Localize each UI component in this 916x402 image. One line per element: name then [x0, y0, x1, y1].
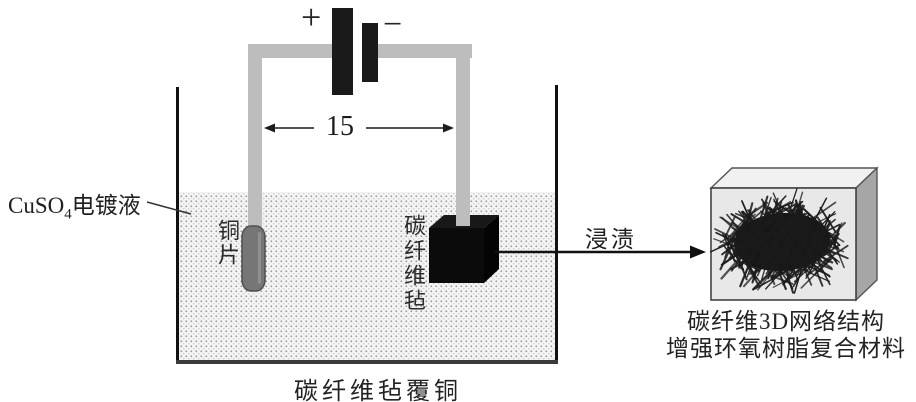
battery-negative-plate	[362, 23, 378, 82]
copper-sheet-highlight	[258, 232, 261, 284]
composite-box	[709, 166, 879, 302]
dimension-arrowhead-right	[443, 123, 454, 133]
electrolyte-formula-subscript: 4	[64, 206, 72, 223]
battery-plate-gap	[353, 43, 362, 59]
product-caption-line2: 增强环氧树脂复合材料	[666, 336, 906, 361]
battery-plus-label: +	[301, 0, 322, 37]
carbon-fiber-network	[709, 188, 849, 294]
product-caption: 碳纤维3D网络结构 增强环氧树脂复合材料	[653, 308, 916, 362]
immersion-arrow	[495, 245, 706, 259]
electrode-spacing-dimension	[264, 123, 454, 133]
product-caption-line1: 碳纤维3D网络结构	[686, 309, 886, 334]
electrolyte-liquid	[178, 192, 556, 362]
electrode-spacing-value: 15	[326, 111, 354, 142]
wire-left-vertical	[248, 44, 262, 228]
carbon-felt-label: 碳纤维毡	[401, 214, 426, 314]
electrolyte-pointer-line	[146, 201, 192, 215]
copper-sheet-label: 铜片	[215, 219, 240, 267]
copper-sheet-electrode	[241, 225, 266, 292]
electrolyte-label: CuSO4电镀液	[8, 186, 141, 224]
tank-right-wall	[555, 85, 558, 363]
electrolyte-formula: CuSO	[8, 193, 65, 218]
carbon-felt-cube-front-face	[429, 228, 484, 283]
immersion-label: 浸渍	[585, 227, 637, 252]
composite-box-right-face	[855, 166, 878, 302]
dimension-arrowhead-left	[264, 123, 275, 133]
tank-caption: 碳纤维毡覆铜	[294, 379, 462, 402]
wire-right-vertical	[456, 44, 470, 226]
tank-bottom	[176, 360, 558, 364]
immersion-arrowhead	[690, 245, 706, 259]
carbon-felt-cube-right-face	[484, 215, 499, 283]
battery-positive-plate	[332, 8, 353, 95]
electrolyte-suffix: 电镀液	[71, 193, 141, 218]
tank-left-wall	[176, 87, 179, 363]
composite-box-top-face	[709, 167, 879, 189]
battery-minus-label: −	[383, 6, 403, 43]
